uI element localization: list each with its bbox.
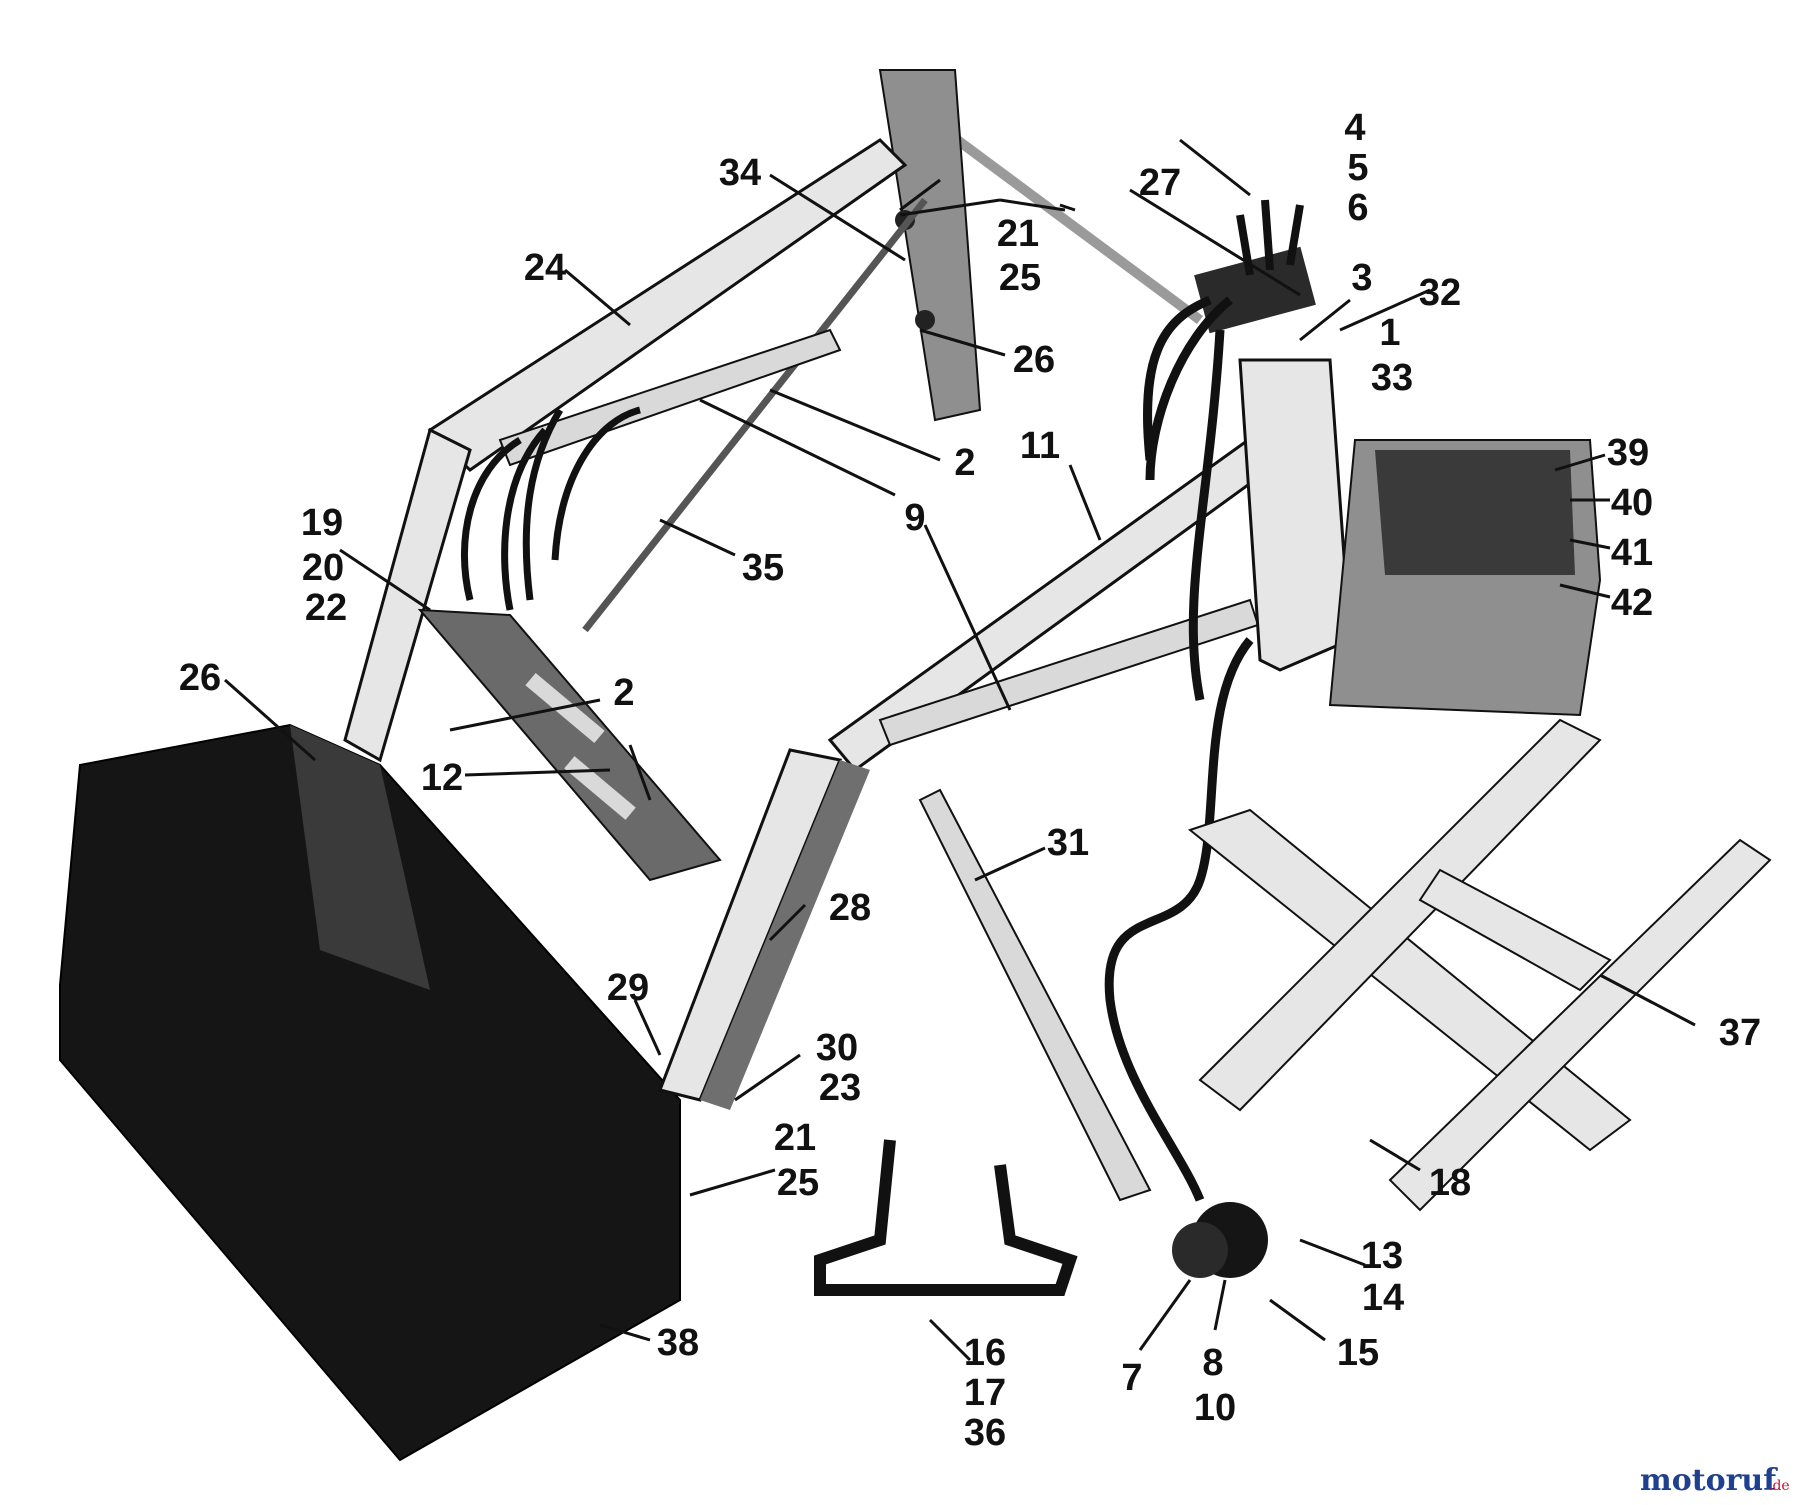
bucket xyxy=(59,723,681,1462)
cylinder-rod-35 xyxy=(582,197,928,633)
pump-pulley xyxy=(1172,1222,1228,1278)
label-39: 39 xyxy=(1607,432,1649,474)
label-19: 19 xyxy=(301,502,343,544)
frame-cross-rail-a xyxy=(1198,718,1602,1112)
label-2b: 2 xyxy=(613,672,634,714)
label-2a: 2 xyxy=(954,442,975,484)
label-6: 6 xyxy=(1347,187,1368,229)
label-9a: 9 xyxy=(904,497,925,539)
label-24: 24 xyxy=(524,247,566,289)
label-34: 34 xyxy=(719,152,761,194)
label-10: 10 xyxy=(1194,1387,1236,1429)
label-26b: 26 xyxy=(179,657,221,699)
label-15: 15 xyxy=(1337,1332,1379,1374)
label-30: 30 xyxy=(816,1027,858,1069)
label-26a: 26 xyxy=(1013,339,1055,381)
watermark: motoruf .de xyxy=(1640,1463,1790,1498)
frame-cross-rail-b xyxy=(1388,838,1772,1212)
label-16: 16 xyxy=(964,1332,1006,1374)
label-8: 8 xyxy=(1202,1342,1223,1384)
counterweight-box-inner xyxy=(1375,450,1575,575)
label-35: 35 xyxy=(742,547,784,589)
frame-connector xyxy=(1418,868,1612,992)
label-42: 42 xyxy=(1611,582,1653,624)
mount-post-right xyxy=(1238,358,1352,672)
label-3: 3 xyxy=(1351,257,1372,299)
label-21a: 21 xyxy=(997,213,1039,255)
label-31: 31 xyxy=(1047,822,1089,864)
label-28: 28 xyxy=(829,887,871,929)
label-37: 37 xyxy=(1719,1012,1761,1054)
watermark-brand: motoruf xyxy=(1640,1463,1778,1498)
label-23: 23 xyxy=(819,1067,861,1109)
label-21b: 21 xyxy=(774,1117,816,1159)
hydraulic-hoses-left xyxy=(461,406,641,611)
label-41: 41 xyxy=(1611,532,1653,574)
label-4: 4 xyxy=(1344,107,1365,149)
label-14: 14 xyxy=(1362,1277,1404,1319)
label-5: 5 xyxy=(1347,147,1368,189)
arm-vertical-right-shadow xyxy=(700,760,870,1110)
label-17: 17 xyxy=(964,1372,1006,1414)
label-13: 13 xyxy=(1361,1235,1403,1277)
control-levers xyxy=(1236,199,1304,276)
brace-rod xyxy=(918,788,1152,1202)
loader-illustration xyxy=(59,69,1772,1462)
label-18: 18 xyxy=(1429,1162,1471,1204)
label-25b: 25 xyxy=(777,1162,819,1204)
part-labels: 4 5 6 3 32 1 33 27 34 21 25 26 24 2 11 9… xyxy=(179,107,1761,1454)
label-36: 36 xyxy=(964,1412,1006,1454)
label-7: 7 xyxy=(1121,1357,1142,1399)
label-12: 12 xyxy=(421,757,463,799)
label-32: 32 xyxy=(1419,272,1461,314)
hydraulic-hoses-right xyxy=(1104,295,1254,1202)
label-38: 38 xyxy=(657,1322,699,1364)
label-27: 27 xyxy=(1139,162,1181,204)
label-25a: 25 xyxy=(999,257,1041,299)
label-1: 1 xyxy=(1379,312,1400,354)
bucket-side xyxy=(290,725,430,990)
label-40: 40 xyxy=(1611,482,1653,524)
leader-lines xyxy=(224,138,1696,1362)
control-valve xyxy=(1194,246,1316,334)
mount-post-left xyxy=(878,69,982,422)
label-29: 29 xyxy=(607,967,649,1009)
label-22: 22 xyxy=(305,587,347,629)
label-20: 20 xyxy=(302,547,344,589)
label-33: 33 xyxy=(1371,357,1413,399)
watermark-suffix: .de xyxy=(1768,1478,1790,1494)
parking-stand xyxy=(814,1139,1078,1296)
lift-cylinder-upper xyxy=(498,328,842,467)
boom-arm-left xyxy=(427,138,908,472)
pin xyxy=(915,310,935,330)
label-11: 11 xyxy=(1020,425,1060,467)
bucket-frame-panel xyxy=(417,608,722,882)
